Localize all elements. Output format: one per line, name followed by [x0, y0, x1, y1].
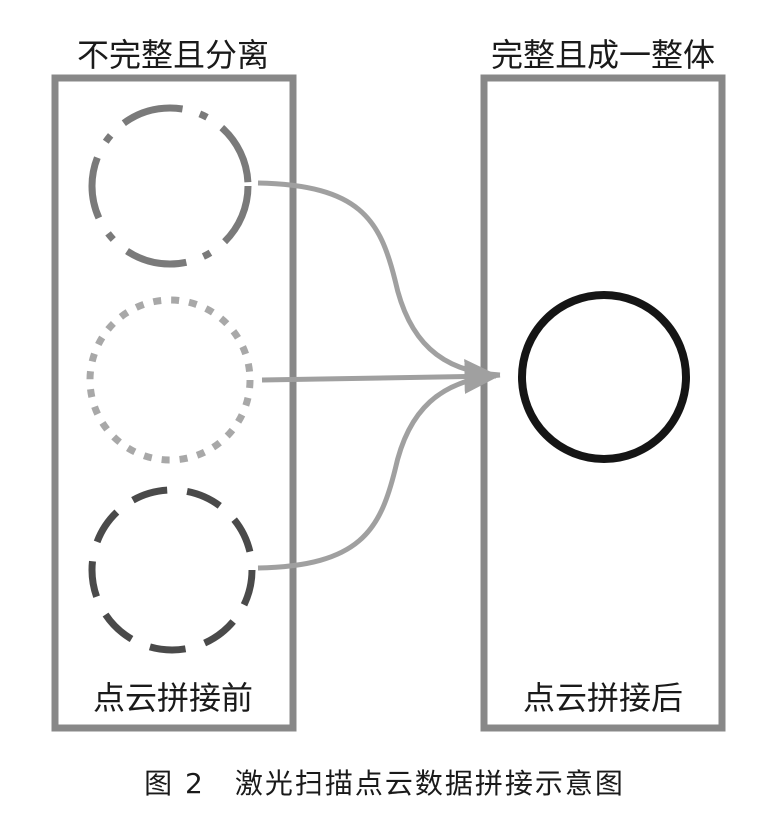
diagram-canvas: 不完整且分离 完整且成一整体 点云拼接前 点云拼接后	[51, 36, 726, 732]
connector-top	[257, 180, 501, 378]
connector-middle	[261, 359, 500, 395]
merged-circle	[518, 291, 690, 463]
left-panel-label: 点云拼接前	[93, 679, 253, 717]
right-panel-frame	[480, 74, 726, 732]
partial-circle-dotted	[86, 296, 254, 464]
left-panel-frame	[51, 74, 297, 732]
right-panel-title: 完整且成一整体	[491, 36, 715, 74]
connector-bottom	[257, 372, 501, 571]
figure-caption: 图 2 激光扫描点云数据拼接示意图	[144, 767, 625, 800]
partial-circle-dashed	[88, 486, 256, 654]
partial-circle-dash-dot	[88, 104, 252, 268]
left-panel-title: 不完整且分离	[77, 36, 269, 74]
right-panel-label: 点云拼接后	[523, 679, 683, 717]
